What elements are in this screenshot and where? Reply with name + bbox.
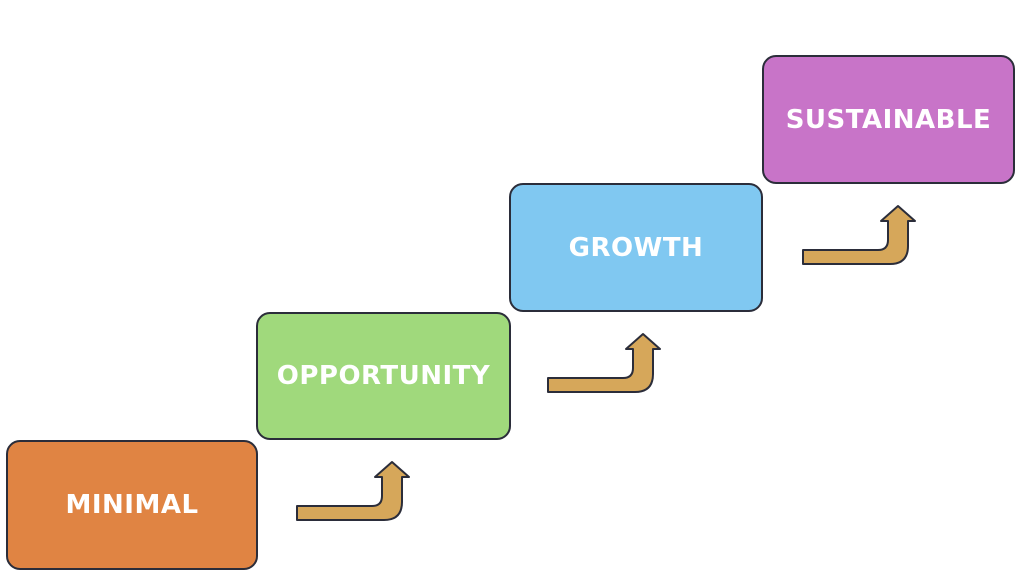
- up-right-arrow-icon: [802, 205, 916, 265]
- step-minimal-label: MINIMAL: [65, 490, 199, 520]
- step-sustainable-label: SUSTAINABLE: [785, 104, 992, 135]
- step-sustainable: SUSTAINABLE: [762, 55, 1015, 184]
- step-minimal: MINIMAL: [6, 440, 258, 570]
- up-right-arrow-icon: [296, 461, 410, 521]
- step-opportunity-label: OPPORTUNITY: [276, 361, 491, 391]
- step-opportunity: OPPORTUNITY: [256, 312, 511, 440]
- step-growth-label: GROWTH: [568, 232, 704, 263]
- up-right-arrow-icon: [547, 333, 661, 393]
- step-growth: GROWTH: [509, 183, 763, 312]
